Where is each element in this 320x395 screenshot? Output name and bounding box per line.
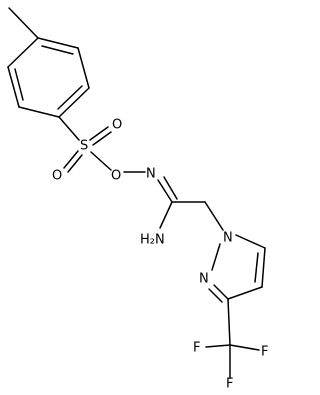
atom-sulfur: S: [80, 139, 88, 154]
bond-c3-cf3: [227, 298, 231, 346]
bond-c5-c4-inner: [254, 252, 259, 283]
bond-ring-inner-1: [41, 45, 74, 55]
bond-c3-n2-1: [213, 284, 229, 300]
bond-c4-c3: [227, 286, 263, 300]
bond-ring-c: [58, 87, 90, 118]
atom-oxime-o: O: [111, 169, 121, 184]
atom-fluorine-bottom: F: [226, 377, 233, 392]
bond-ring-f: [7, 37, 39, 68]
bond-ring-d: [18, 106, 60, 118]
structure-diagram: O S O O N H₂N N N F F F: [7, 7, 268, 392]
bond-ring-inner-3: [14, 68, 24, 101]
atom-fluorine-left: F: [193, 341, 200, 356]
bond-c5-c4: [261, 247, 266, 288]
bond-s-o-top-2: [92, 131, 112, 146]
bond-cf3-f-left: [205, 344, 231, 348]
bond-c3-n2-2: [208, 288, 223, 303]
bond-s-o-bottom-1: [63, 150, 79, 169]
bond-n-c-1: [157, 179, 173, 203]
bond-cf3-f-right: [229, 344, 260, 351]
atom-pyrazole-n1: N: [223, 231, 233, 246]
bond-s-o-bottom-2: [67, 154, 83, 173]
atom-sulfonyl-o-bottom: O: [52, 169, 62, 184]
bond-s-o-top-1: [89, 126, 109, 141]
bond-ring-b: [77, 47, 90, 89]
bond-n-c-2: [163, 176, 178, 200]
bond-ring-sulfur: [58, 116, 80, 141]
bond-n2-n1: [211, 243, 221, 271]
bond-ch2-n1: [204, 201, 224, 231]
bond-n1-c5: [235, 234, 266, 249]
atom-fluorine-right: F: [261, 345, 268, 360]
bonds: [7, 7, 266, 379]
atom-oxime-n: N: [146, 167, 156, 182]
bond-ring-a: [37, 37, 79, 49]
bond-s-o-oxime: [90, 151, 112, 171]
atom-sulfonyl-o-top: O: [112, 118, 122, 133]
bond-c-amine: [159, 201, 173, 229]
bond-ring-inner-2: [57, 85, 83, 110]
atom-labels: O S O O N H₂N N N F F F: [52, 118, 268, 392]
atom-pyrazole-n2: N: [199, 272, 209, 287]
bond-ring-e: [7, 66, 20, 108]
bond-methyl: [8, 7, 39, 39]
atom-amine: H₂N: [140, 233, 165, 248]
